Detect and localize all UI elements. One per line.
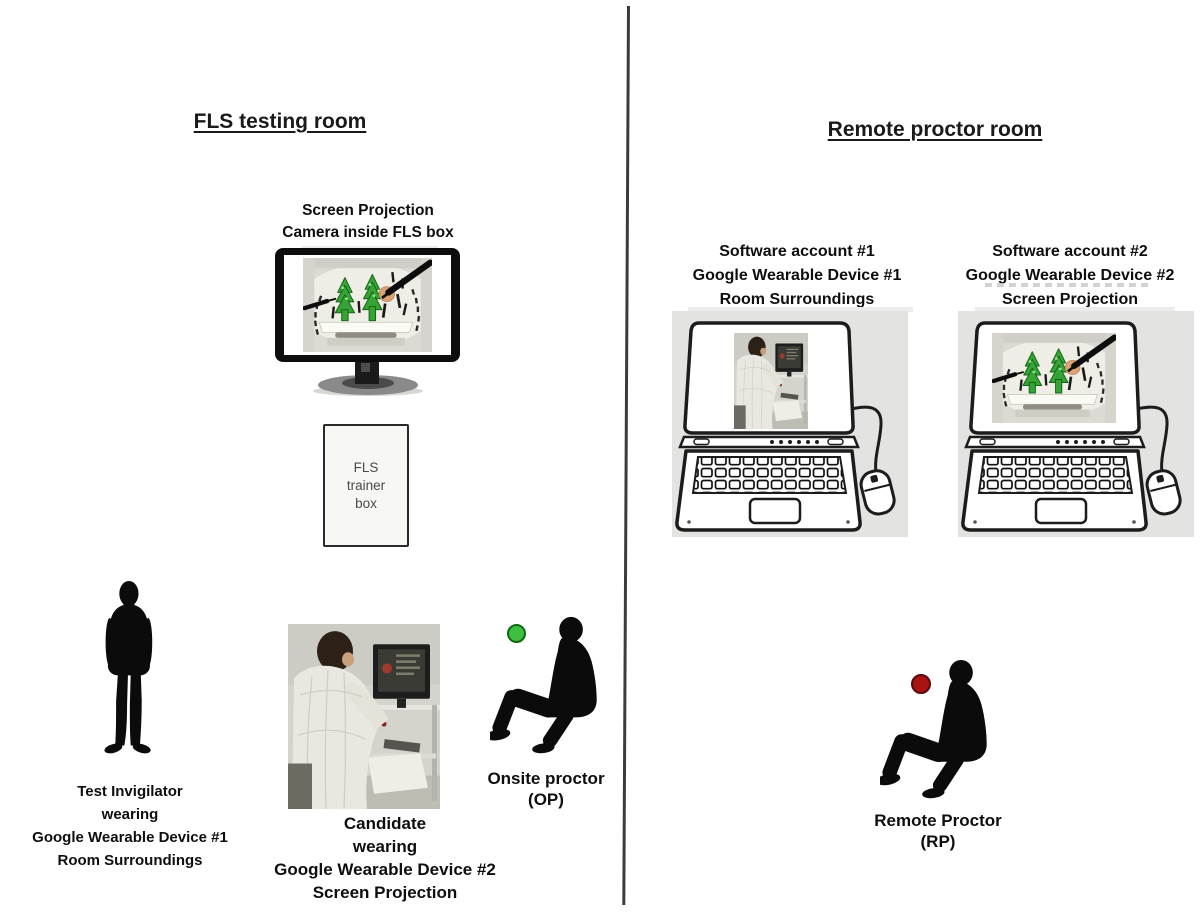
fls-room-title: FLS testing room	[193, 110, 367, 133]
fls-trainer-box-label-line: trainer	[346, 477, 386, 493]
remote-proctor-label: Remote Proctor (RP)	[858, 810, 1018, 852]
remote-proctor-silhouette	[880, 659, 987, 800]
ghost-text-artifact	[985, 283, 1153, 287]
candidate-label: Candidate wearing Google Wearable Device…	[260, 812, 510, 904]
whiteout-artifact	[688, 307, 913, 312]
onsite-proctor-status-dot	[507, 624, 526, 643]
projection-monitor	[275, 248, 460, 396]
onsite-proctor-label: Onsite proctor (OP)	[466, 768, 626, 810]
laptop1-label-line: Room Surroundings	[719, 291, 875, 308]
laptop1-label-line: Software account #1	[719, 243, 875, 260]
test-invigilator-label-line: Test Invigilator	[77, 783, 183, 800]
laptop2-label: Software account #2 Google Wearable Devi…	[950, 240, 1190, 312]
laptop2-label-line: Google Wearable Device #2	[965, 267, 1175, 284]
test-invigilator-silhouette	[103, 580, 153, 756]
test-invigilator-label-line: wearing	[101, 806, 159, 823]
fls-trainer-box-label-line: box	[355, 495, 377, 511]
candidate-photo	[288, 624, 440, 809]
fls-trainer-box: FLS trainer box	[323, 424, 409, 547]
laptop2-label-line: Software account #2	[992, 243, 1148, 260]
laptop2-label-line: Screen Projection	[1001, 291, 1139, 308]
candidate-label-line: Google Wearable Device #2	[274, 860, 496, 879]
candidate-label-line: Candidate	[343, 814, 427, 833]
remote-proctor-label-line: (RP)	[920, 832, 956, 851]
remote-proctor-label-line: Remote Proctor	[874, 811, 1002, 830]
remote-proctor-status-dot	[911, 674, 931, 694]
laptop2-screen-projection	[961, 321, 1185, 532]
screen-projection-label-line: Screen Projection	[302, 202, 434, 219]
laptop1-background	[672, 311, 908, 537]
candidate-label-line: wearing	[352, 837, 418, 856]
remote-room-title: Remote proctor room	[827, 118, 1043, 141]
onsite-proctor-silhouette	[490, 616, 597, 755]
whiteout-artifact	[975, 307, 1175, 312]
laptop1-label: Software account #1 Google Wearable Devi…	[672, 240, 922, 312]
onsite-proctor-label-line: (OP)	[528, 790, 564, 809]
onsite-proctor-label-line: Onsite proctor	[487, 769, 605, 788]
test-invigilator-label-line: Room Surroundings	[57, 852, 203, 869]
fls-trainer-box-label-line: FLS	[353, 459, 379, 475]
test-invigilator-label: Test Invigilator wearing Google Wearable…	[5, 780, 255, 872]
laptop2-background	[958, 311, 1194, 537]
screen-projection-label-line: Camera inside FLS box	[282, 224, 454, 241]
fls-testing-room-panel: FLS testing room Screen Projection Camer…	[5, 110, 626, 904]
test-invigilator-label-line: Google Wearable Device #1	[32, 829, 228, 846]
candidate-label-line: Screen Projection	[312, 883, 458, 902]
laptop1-room-surroundings	[675, 321, 899, 532]
screen-projection-label: Screen Projection Camera inside FLS box	[268, 200, 468, 244]
remote-proctor-room-panel: Remote proctor room Software account #1 …	[630, 0, 1200, 914]
laptop1-label-line: Google Wearable Device #1	[692, 267, 902, 284]
